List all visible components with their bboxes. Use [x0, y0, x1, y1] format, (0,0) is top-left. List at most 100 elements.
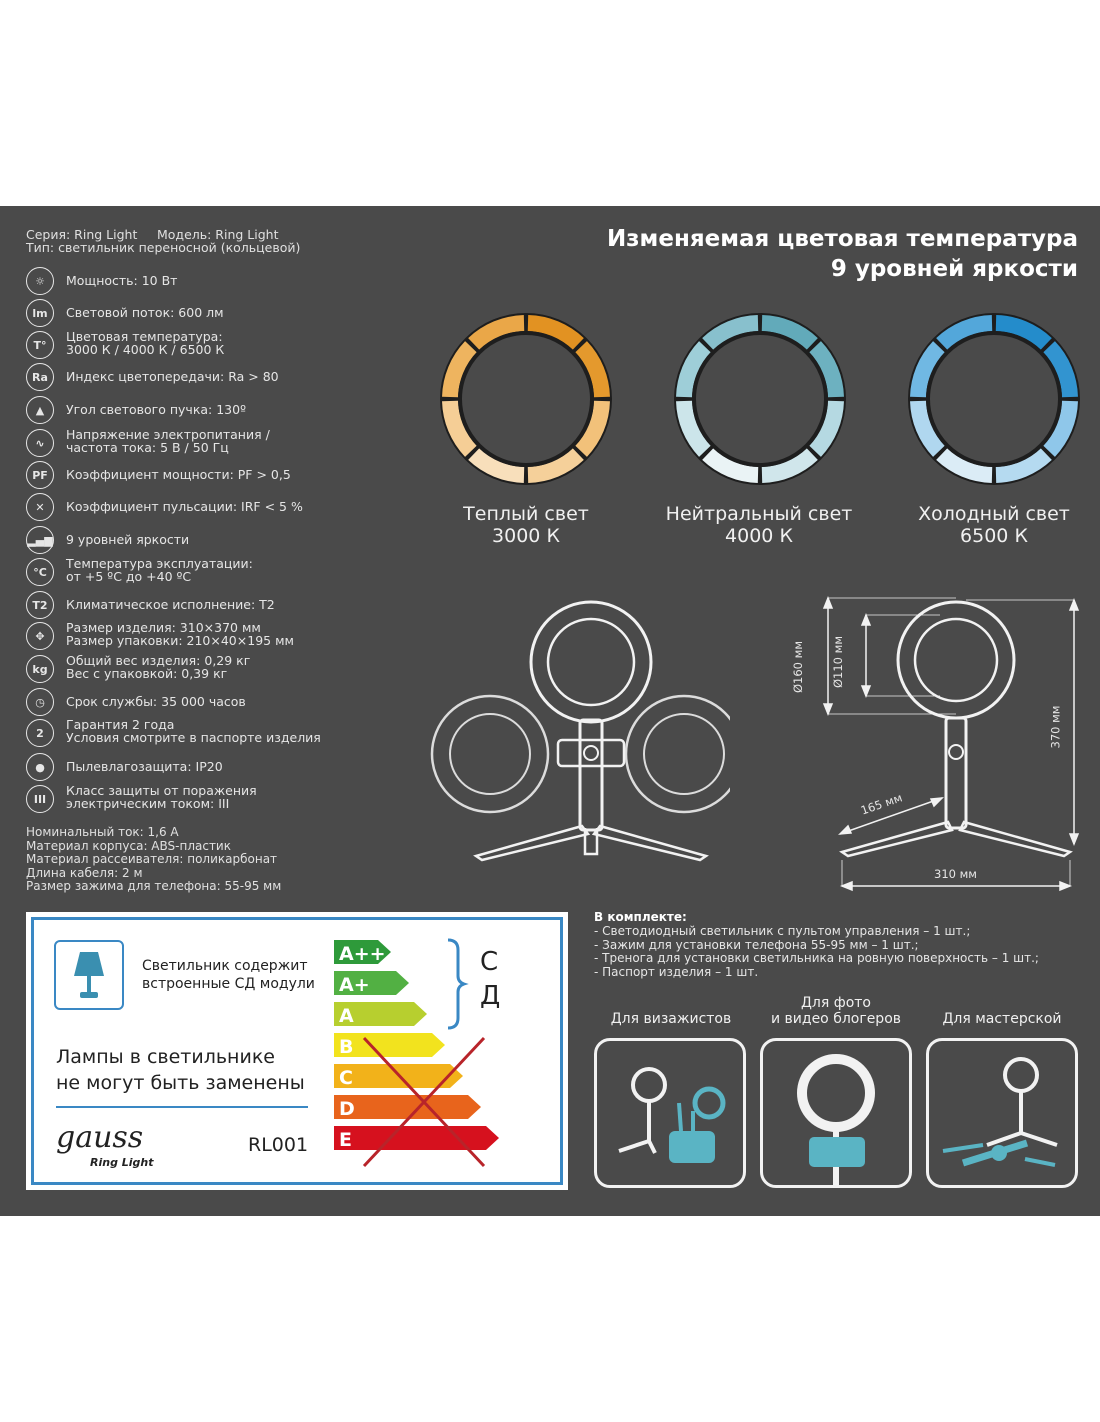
use-makeup-label: Для визажистов [610, 1011, 732, 1027]
ring-segment [809, 341, 844, 398]
spec-text: Индекс цветопередачи: Ra > 80 [66, 370, 279, 383]
kit-item: - Зажим для установки телефона 55-95 мм … [594, 937, 919, 952]
weight-icon: kg [26, 655, 54, 683]
bracket-letter: С [480, 947, 498, 977]
ring-segment [702, 448, 759, 483]
spec-line: Коэффициент пульсации: IRF < 5 % [66, 499, 303, 514]
ring-segment [936, 448, 993, 483]
spec-text: Мощность: 10 Вт [66, 274, 177, 287]
spec-line: 9 уровней яркости [66, 532, 190, 547]
bottom-spec-line: Материал корпуса: ABS-пластик [26, 838, 231, 853]
ring-segment [936, 315, 993, 350]
ring-segment [676, 341, 711, 398]
energy-class-label: B [339, 1036, 353, 1058]
ra-icon: Ra [26, 363, 54, 391]
kit-item: - Светодиодный светильник с пультом упра… [594, 924, 971, 938]
dimension-drawing [822, 595, 1080, 892]
spec-line: Климатическое исполнение: Т2 [66, 597, 275, 612]
spec-text: Напряжение электропитания /частота тока:… [66, 428, 270, 454]
ring-segment [527, 315, 584, 350]
celsius-icon: °C [26, 558, 54, 586]
ring-2 [908, 313, 1080, 485]
bracket-letter: Д [480, 981, 500, 1011]
spec-row: T°Цветовая температура:3000 К / 4000 К /… [26, 330, 326, 360]
spec-text: 9 уровней яркости [66, 533, 189, 546]
spec-line: Цветовая температура: [66, 329, 223, 344]
lamp-icon-box [54, 940, 124, 1010]
bottom-spec-line: Длина кабеля: 2 м [26, 865, 143, 880]
spec-line: Напряжение электропитания / [66, 427, 270, 442]
cross-line [362, 1036, 486, 1168]
kit-item: - Тренога для установки светильника на р… [594, 951, 1039, 965]
spec-text: Световой поток: 600 лм [66, 306, 224, 319]
energy-class-bar [334, 1002, 427, 1026]
series-text: Серия: Ring Light [26, 227, 138, 242]
bottom-spec-line: Материал рассеивателя: поликарбонат [26, 852, 278, 866]
spec-row: ☼Мощность: 10 Вт [26, 266, 326, 296]
spec-row: ✕Коэффициент пульсации: IRF < 5 % [26, 492, 326, 522]
ring-segment [442, 341, 477, 398]
kit-item: - Паспорт изделия – 1 шт. [594, 964, 759, 979]
spec-line: Размер упаковки: 210×40×195 мм [66, 633, 294, 648]
spec-row: ◷ Срок службы: 35 000 часов [26, 687, 326, 717]
energy-class-label: D [339, 1098, 355, 1120]
ring-1 [674, 313, 846, 485]
energy-class-label: E [339, 1129, 352, 1151]
spec-line: Температура эксплуатации: [66, 556, 253, 571]
spec-line: Пылевлагозащита: IP20 [66, 759, 223, 774]
ring-segment [676, 400, 711, 457]
spec-row: Ra Индекс цветопередачи: Ra > 80 [26, 362, 326, 392]
product-drawing [430, 600, 730, 862]
energy-class-bar [334, 1126, 499, 1150]
beam-angle-icon: ▲ [26, 396, 54, 424]
lumen-icon: lm [26, 299, 54, 327]
ring-segment [910, 400, 945, 457]
spec-line: от +5 ºС до +40 ºС [66, 569, 192, 584]
power-factor-icon: PF [26, 461, 54, 489]
lamps-line-1: Лампы в светильнике [56, 1046, 275, 1068]
dimension-d160: Ø160 мм [791, 640, 806, 694]
spec-line: Класс защиты от поражения [66, 783, 257, 798]
spec-row: ∿Напряжение электропитания /частота тока… [26, 428, 326, 458]
ring-segment [809, 400, 844, 457]
dimension-h370: 370 мм [1048, 705, 1063, 749]
ring-segment [761, 448, 818, 483]
bottom-spec-line: Размер зажима для телефона: 55-95 мм [26, 879, 282, 893]
spec-text: Пылевлагозащита: IP20 [66, 760, 223, 773]
ring-0 [440, 313, 612, 485]
clock-icon: ◷ [26, 688, 54, 716]
spec-row: T2 Климатическое исполнение: Т2 [26, 590, 326, 620]
use-makeup-card [594, 1038, 746, 1188]
kit-title: В комплекте: [594, 910, 687, 924]
energy-class-bar [334, 1033, 445, 1057]
energy-class-label: A [339, 1005, 354, 1027]
spec-row: ▲Угол светового пучка: 130º [26, 395, 326, 425]
climate-icon: T2 [26, 591, 54, 619]
spec-line: Мощность: 10 Вт [66, 273, 178, 288]
spec-row: ▂▄▆9 уровней яркости [26, 525, 326, 555]
dimension-w310: 310 мм [934, 867, 977, 881]
spec-text: Цветовая температура:3000 К / 4000 К / 6… [66, 330, 224, 356]
spec-text: Срок службы: 35 000 часов [66, 695, 246, 708]
energy-class-bar [334, 971, 409, 995]
model-code: RL001 [248, 1134, 309, 1156]
makeup-illustration [618, 1067, 726, 1163]
ring-segment [468, 448, 525, 483]
energy-class-label: A+ [339, 974, 370, 996]
ring-inner [692, 331, 828, 467]
energy-class-bar [334, 940, 391, 964]
use-workshop-label: Для мастерской [942, 1011, 1062, 1027]
ring-inner [926, 331, 1062, 467]
spec-line: Общий вес изделия: 0,29 кг [66, 653, 251, 668]
spec-line: Вес с упаковкой: 0,39 кг [66, 666, 228, 681]
